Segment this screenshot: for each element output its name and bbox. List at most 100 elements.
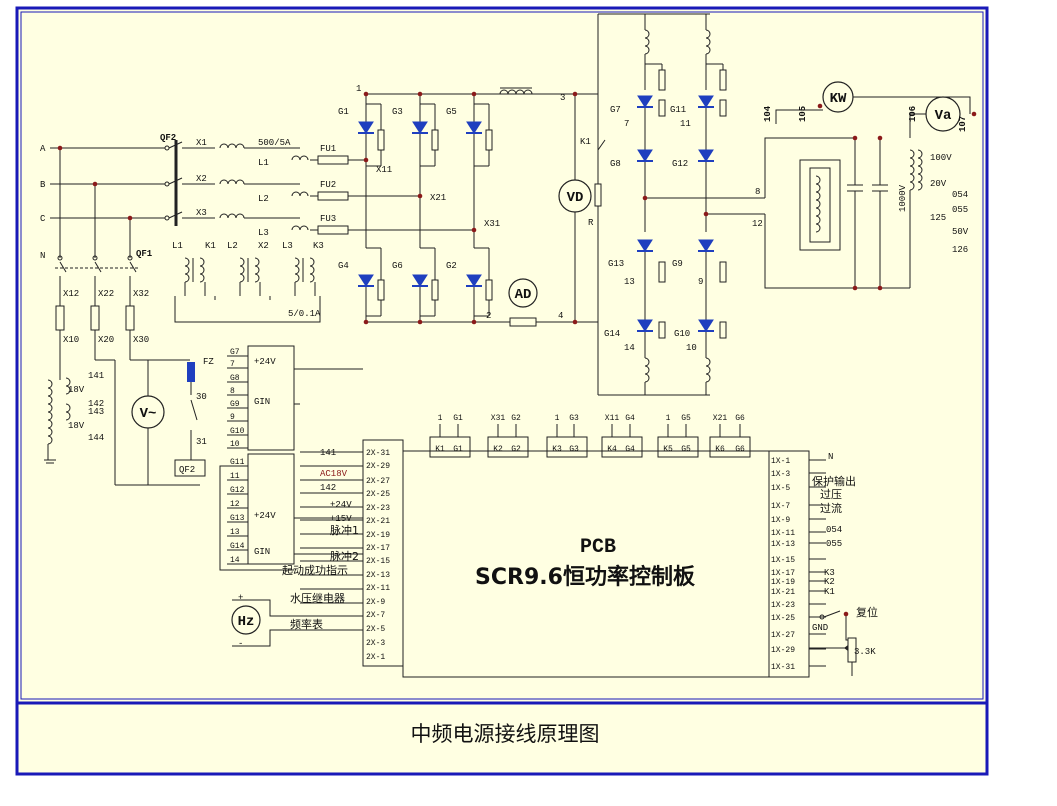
right-pin-6: 1X-13 — [771, 540, 795, 549]
qf1-contact — [57, 255, 63, 261]
qf2-contact — [164, 181, 170, 187]
right-pin-3: 1X-7 — [771, 502, 790, 511]
gate-top-label-3: G2 — [511, 414, 521, 423]
aux-sec-1 — [65, 377, 71, 395]
inv-res — [658, 321, 666, 339]
node-30-label: 30 — [196, 392, 207, 402]
rc-snubber-b — [485, 279, 493, 301]
ad-meter-label: AD — [515, 287, 532, 303]
left-pin-5: 2X-21 — [366, 517, 390, 526]
out-tap-6: 126 — [952, 245, 968, 255]
va-meter-label: Va — [935, 108, 952, 124]
junction-dot — [877, 135, 883, 141]
gate-top-label-1: G1 — [453, 414, 463, 423]
pulse1-pin-7: 10 — [230, 440, 240, 449]
junction-dot — [572, 91, 578, 97]
r-resistor — [594, 183, 602, 207]
pot-wiper-icon — [844, 645, 848, 651]
fz-label: FZ — [203, 357, 214, 367]
r-label: R — [588, 218, 594, 228]
pulse2-pin-4: G13 — [230, 514, 245, 523]
right-pin-2: 1X-5 — [771, 484, 790, 493]
ct-primary — [239, 257, 245, 283]
x-mid-label-2: X22 — [98, 289, 114, 299]
pulse-lead — [219, 465, 294, 571]
aux-tap-4: 18V — [68, 421, 85, 431]
qf2-contact — [164, 215, 170, 221]
pulse2-pin-7: 14 — [230, 556, 240, 565]
scr-top-label-1: G1 — [338, 107, 349, 117]
gate-conn-box-3 — [546, 436, 588, 458]
inv-res — [719, 99, 727, 117]
inv-snubber — [719, 261, 727, 283]
phase-c-label: C — [40, 214, 46, 224]
reactor-label-2: L2 — [258, 194, 269, 204]
rc-snubber-b — [377, 279, 385, 301]
gate-box-g-4: G4 — [625, 445, 635, 454]
left-pin-11: 2X-9 — [366, 598, 385, 607]
left-pin-15: 2X-1 — [366, 653, 385, 662]
junction-dot — [642, 195, 648, 201]
pulse-v24-2: +24V — [254, 511, 276, 521]
wire-w105-label: 105 — [798, 106, 808, 122]
out-tap-3: 055 — [952, 205, 968, 215]
right-pin-13: 1X-27 — [771, 631, 795, 640]
junction-dot — [852, 135, 858, 141]
dc-choke — [499, 89, 533, 95]
scr-bot-label-3: G2 — [446, 261, 457, 271]
gate-box-k-3: K3 — [552, 445, 562, 454]
right-label-1: 保护输出 — [812, 474, 856, 488]
v-meter-label: V~ — [140, 406, 157, 422]
right-pin-15: 1X-31 — [771, 663, 795, 672]
gate-top-label-10: X21 — [713, 414, 728, 423]
pulse2-pin-6: G14 — [230, 542, 245, 551]
ct-label-0: L1 — [172, 241, 183, 251]
right-pin-0: 1X-1 — [771, 457, 790, 466]
right-pin-1: 1X-3 — [771, 470, 790, 479]
junction-dot — [363, 319, 369, 325]
pulse1-pin-1: 7 — [230, 360, 235, 369]
ct-coil — [219, 143, 245, 149]
inv-scr-label-5: G9 — [672, 259, 683, 269]
output-tx-secondary — [917, 149, 923, 191]
left-pin-1: 2X-29 — [366, 462, 390, 471]
ct-label-2: L2 — [227, 241, 238, 251]
reset-contact — [819, 614, 825, 620]
left-wire-label-3: +24V — [330, 500, 352, 510]
right-label-9: 复位 — [856, 605, 878, 619]
junction-dot — [843, 611, 849, 617]
qf1-blade — [59, 261, 67, 273]
junction-dot — [471, 91, 477, 97]
aux-tx-primary — [47, 379, 53, 445]
right-label-4: 054 — [826, 525, 842, 535]
pulse1-pin-5: 9 — [230, 413, 235, 422]
out-tap-1: 20V — [930, 179, 947, 189]
left-wire-label-1: AC18V — [320, 469, 348, 479]
scr-bot-label-1: G4 — [338, 261, 349, 271]
inv-scr-label-1: G11 — [670, 105, 686, 115]
left-pin-4: 2X-23 — [366, 504, 390, 513]
aux-fuse-3 — [125, 305, 135, 331]
v-meter — [131, 395, 165, 429]
fuse-label-2: FU2 — [320, 180, 336, 190]
scr-top-1 — [358, 121, 374, 134]
fuse-label-3: FU3 — [320, 214, 336, 224]
right-label-11: 3.3K — [854, 647, 876, 657]
junction-dot — [971, 111, 977, 117]
aux-tap-5: 144 — [88, 433, 104, 443]
wire — [823, 610, 841, 618]
right-label-7: K2 — [824, 577, 835, 587]
kw-meter — [822, 81, 854, 113]
ct-secondary — [309, 257, 315, 283]
right-pin-11: 1X-23 — [771, 601, 795, 610]
kw-lead — [775, 109, 823, 124]
gate-box-g-6: G6 — [735, 445, 745, 454]
left-wire-label-6: 脉冲2 — [330, 549, 359, 563]
right-pin-4: 1X-9 — [771, 516, 790, 525]
rc-snubber — [431, 129, 439, 151]
va-meter — [925, 96, 961, 132]
ad-meter — [508, 278, 538, 308]
left-pin-14: 2X-3 — [366, 639, 385, 648]
ct-return — [174, 296, 321, 323]
right-label-8: K1 — [824, 587, 835, 597]
